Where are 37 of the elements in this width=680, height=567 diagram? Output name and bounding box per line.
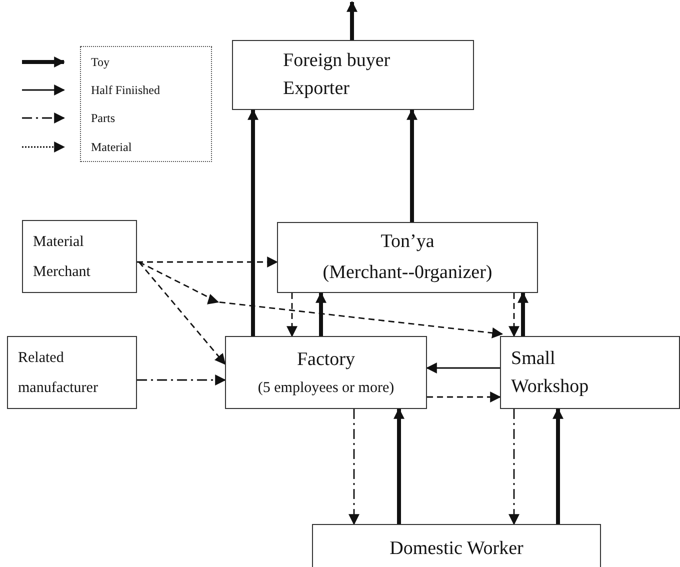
arrow	[248, 108, 258, 336]
box-label: Small Workshop	[511, 346, 590, 398]
box-label: Domestic Worker	[390, 537, 524, 561]
arrow	[427, 392, 502, 402]
arrow	[508, 409, 520, 526]
arrow	[518, 292, 528, 336]
box-label: Foreign buyer Exporter	[283, 49, 392, 101]
arrow	[426, 362, 500, 374]
box-sublabel: (5 employees or more)	[258, 378, 394, 398]
arrow	[552, 408, 564, 524]
legend-label: Half Finiished	[91, 83, 160, 97]
box-label: Ton’ya	[380, 230, 434, 254]
process-box	[312, 524, 601, 567]
arrow	[137, 256, 278, 268]
process-box	[225, 336, 427, 409]
legend-label: Toy	[91, 55, 110, 69]
legend-label: Parts	[91, 111, 115, 125]
box-sublabel: (Merchant--0rganizer)	[322, 260, 492, 285]
process-box	[277, 222, 538, 293]
arrow	[138, 262, 226, 365]
box-label: Related manufacturer	[18, 348, 99, 398]
process-box	[22, 220, 137, 293]
arrow	[394, 408, 404, 524]
process-box	[7, 336, 137, 409]
box-label: Factory	[296, 348, 356, 372]
process-box	[500, 336, 680, 409]
legend-label: Material	[91, 140, 132, 154]
arrow	[286, 293, 298, 338]
arrow	[346, 0, 358, 40]
arrow	[508, 293, 520, 338]
arrow	[348, 409, 360, 526]
arrow	[137, 374, 226, 386]
arrow	[406, 108, 418, 222]
arrow	[316, 292, 326, 336]
process-box	[232, 40, 474, 110]
box-label: Material Merchant	[33, 232, 92, 282]
arrow	[138, 261, 503, 338]
